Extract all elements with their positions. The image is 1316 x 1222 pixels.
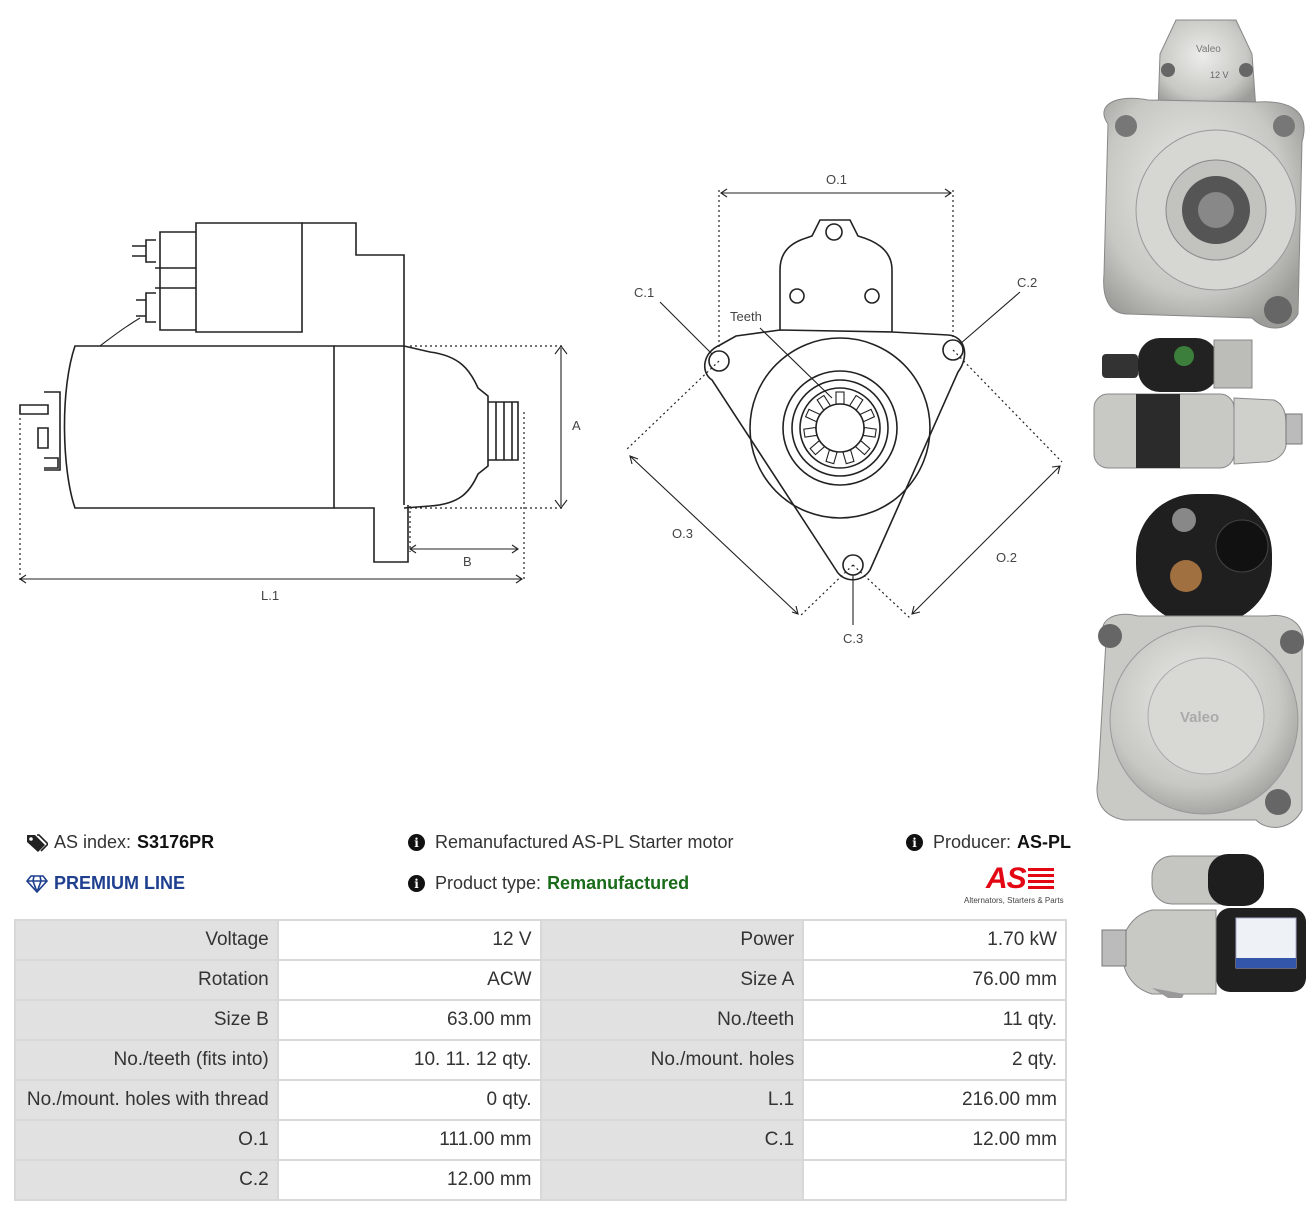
- as-index: AS index: S3176PR: [26, 832, 214, 853]
- spec-row: No./teeth (fits into)10. 11. 12 qty.No./…: [16, 1041, 1065, 1079]
- as-index-label: AS index:: [54, 832, 132, 852]
- pinion-tooth: [825, 449, 838, 465]
- dim-label-teeth: Teeth: [730, 309, 762, 324]
- spec-value: [804, 1161, 1065, 1199]
- spec-label: Size B: [16, 1001, 277, 1039]
- pinion-teeth: [803, 391, 877, 465]
- spec-label: O.1: [16, 1121, 277, 1159]
- spec-value: 0 qty.: [278, 1081, 540, 1119]
- pinion-tooth: [816, 394, 832, 411]
- diamond-icon: [26, 874, 48, 893]
- spec-value: 2 qty.: [804, 1041, 1065, 1079]
- spec-label: [541, 1161, 803, 1199]
- producer: i Producer: AS-PL: [906, 832, 1071, 853]
- side-view-drawing: A B L.1: [19, 222, 581, 603]
- spec-label: No./mount. holes: [541, 1041, 803, 1079]
- premium-line-text: PREMIUM LINE: [54, 873, 186, 893]
- spec-label: Rotation: [16, 961, 277, 999]
- spec-label: No./teeth (fits into): [16, 1041, 277, 1079]
- pinion-tooth: [809, 439, 826, 456]
- dim-label-o3: O.3: [672, 526, 693, 541]
- photo-marking-rear: Valeo: [1180, 709, 1219, 726]
- dim-label-c1: C.1: [634, 285, 654, 300]
- pinion-tooth: [859, 408, 876, 423]
- pinion-tooth: [835, 391, 845, 405]
- as-pl-logo: AS Alternators, Starters & Parts: [964, 864, 1068, 908]
- as-index-value: S3176PR: [137, 832, 215, 852]
- dim-label-l1: L.1: [261, 588, 279, 603]
- product-type-value: Remanufactured: [547, 873, 690, 893]
- pinion-tooth: [804, 408, 821, 423]
- spec-label: Power: [541, 921, 803, 959]
- spec-label: Size A: [541, 961, 803, 999]
- spec-label: No./teeth: [541, 1001, 803, 1039]
- side-view-photo-2[interactable]: [1088, 848, 1312, 1008]
- spec-value: ACW: [278, 961, 540, 999]
- pinion-tooth: [854, 439, 871, 456]
- photo-marking-top: Valeo: [1196, 44, 1221, 55]
- spec-value: 10. 11. 12 qty.: [278, 1041, 540, 1079]
- logo-stripes: [1028, 868, 1054, 890]
- premium-line: PREMIUM LINE: [26, 873, 185, 894]
- product-type-label: Product type:: [435, 873, 542, 893]
- front-view-photo[interactable]: Valeo 12 V: [1088, 14, 1312, 332]
- description-text: Remanufactured AS-PL Starter motor: [435, 832, 734, 852]
- rear-view-photo[interactable]: Valeo: [1088, 490, 1312, 840]
- tags-icon: [27, 833, 48, 852]
- spec-value: 1.70 kW: [804, 921, 1065, 959]
- dim-label-c2: C.2: [1017, 275, 1037, 290]
- description: i Remanufactured AS-PL Starter motor: [408, 832, 733, 853]
- spec-value: 12.00 mm: [804, 1121, 1065, 1159]
- dim-label-o1: O.1: [826, 172, 847, 187]
- dim-label-o2: O.2: [996, 550, 1017, 565]
- producer-value: AS-PL: [1017, 832, 1072, 852]
- spec-value: 12 V: [278, 921, 540, 959]
- spec-value: 111.00 mm: [278, 1121, 540, 1159]
- spec-value: 11 qty.: [804, 1001, 1065, 1039]
- spec-value: 12.00 mm: [278, 1161, 540, 1199]
- pinion-tooth: [862, 426, 877, 438]
- spec-value: 76.00 mm: [804, 961, 1065, 999]
- info-icon: i: [408, 875, 425, 892]
- dim-label-b: B: [463, 554, 472, 569]
- producer-label: Producer:: [933, 832, 1012, 852]
- pinion-tooth: [803, 426, 818, 438]
- info-icon: i: [906, 834, 923, 851]
- spec-label: Voltage: [16, 921, 277, 959]
- spec-label: L.1: [541, 1081, 803, 1119]
- spec-value: 216.00 mm: [804, 1081, 1065, 1119]
- product-type: i Product type: Remanufactured: [408, 873, 689, 894]
- side-view-photo-1[interactable]: [1088, 334, 1312, 470]
- photo-voltage-mark: 12 V: [1210, 70, 1229, 80]
- logo-mark: AS: [986, 862, 1027, 895]
- front-view-drawing: O.1 C.1 C.2 Teeth O.3 O.2 C.3: [625, 172, 1063, 646]
- spec-label: No./mount. holes with thread: [16, 1081, 277, 1119]
- info-icon: i: [408, 834, 425, 851]
- logo-tagline: Alternators, Starters & Parts: [964, 896, 1064, 905]
- pinion-tooth: [842, 449, 855, 465]
- pinion-tooth: [848, 394, 864, 411]
- spec-value: 63.00 mm: [278, 1001, 540, 1039]
- dim-label-c3: C.3: [843, 631, 863, 646]
- spec-label: C.2: [16, 1161, 277, 1199]
- spec-label: C.1: [541, 1121, 803, 1159]
- dim-label-a: A: [572, 418, 581, 433]
